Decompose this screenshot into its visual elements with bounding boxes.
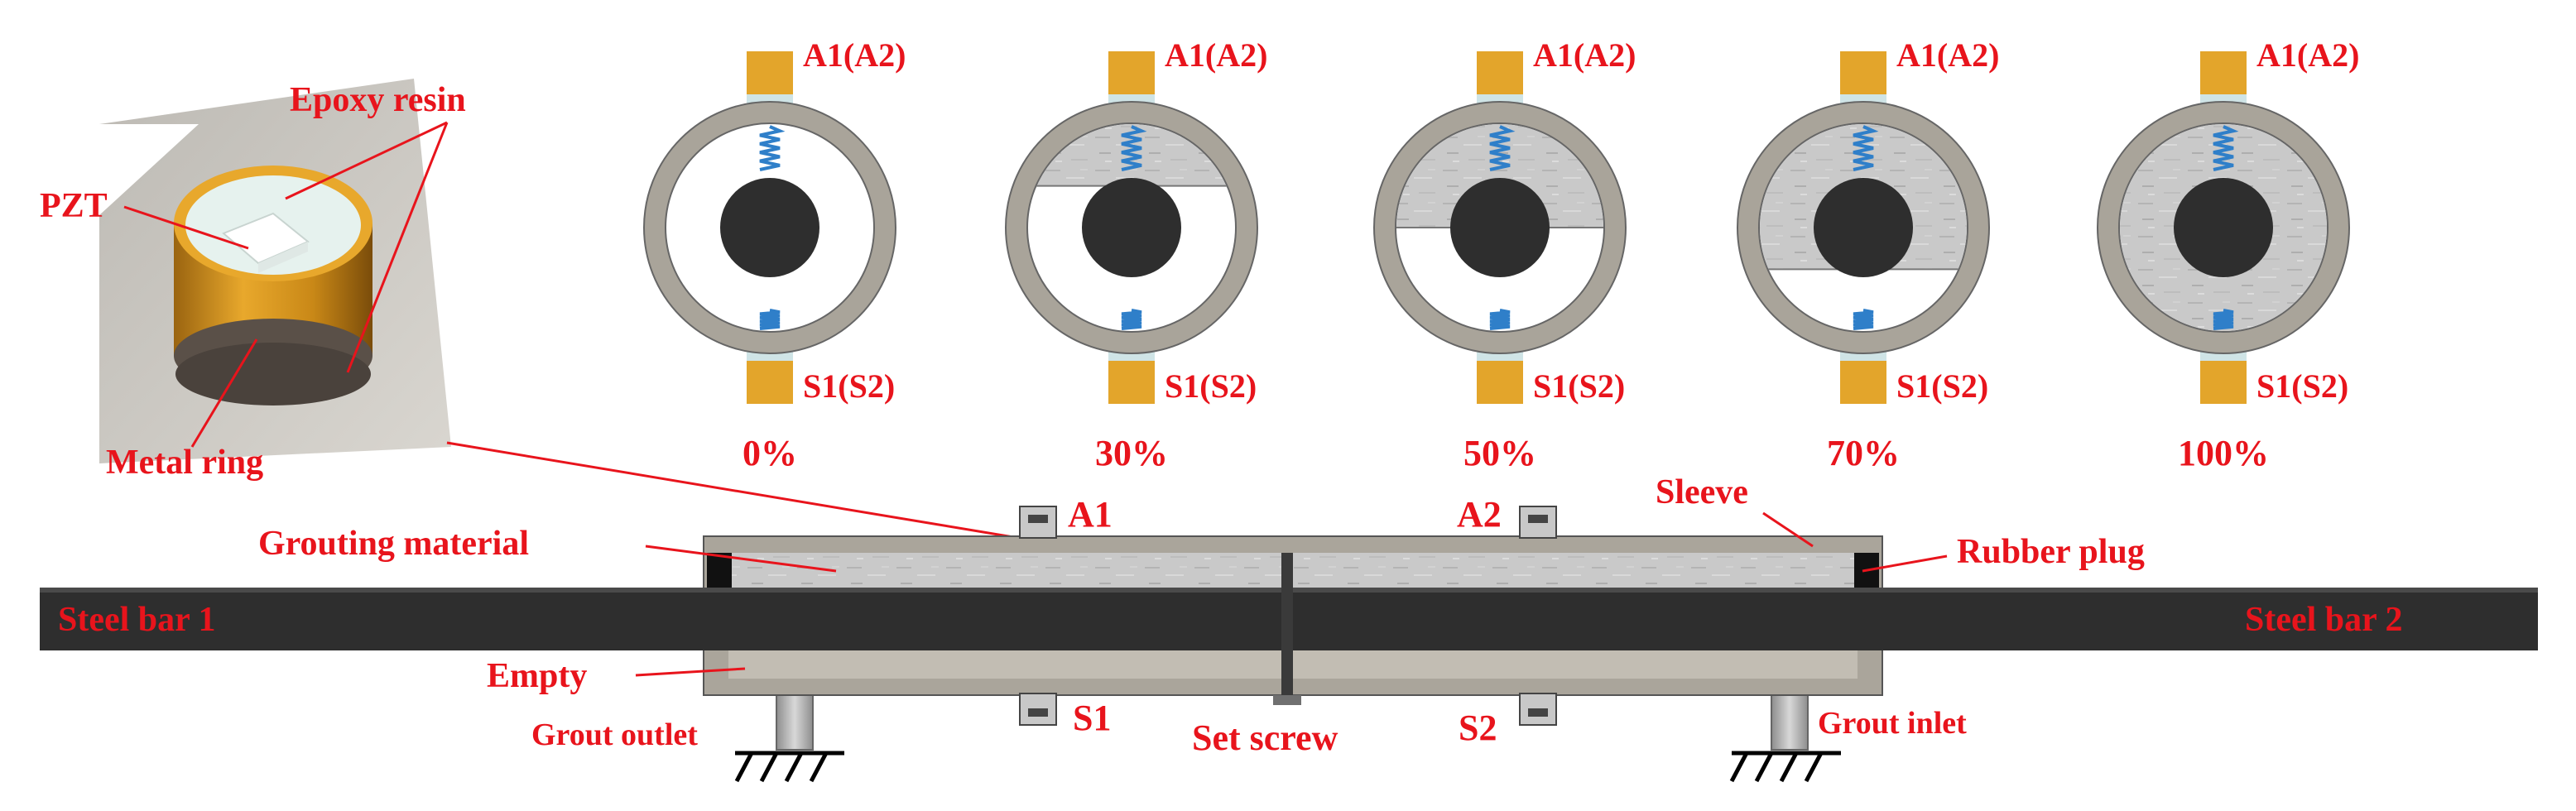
fill-ratio-label: 100% — [2178, 433, 2269, 473]
top-sensor-label: A1(A2) — [1896, 36, 1999, 74]
steel-bar-core — [1450, 178, 1550, 277]
steel-bar-core — [1082, 178, 1181, 277]
sensor-a1 — [1019, 506, 1057, 539]
steel-bar-1-label: Steel bar 1 — [58, 601, 216, 639]
actuator-sensor — [2200, 51, 2247, 94]
sensor-a2 — [1519, 506, 1557, 539]
label-a2: A2 — [1457, 494, 1502, 535]
bottom-sensor-label: S1(S2) — [1896, 367, 1988, 405]
set-screw-label: Set screw — [1192, 717, 1338, 758]
steel-bar-2-label: Steel bar 2 — [2245, 601, 2403, 639]
label-s1: S1 — [1073, 698, 1111, 738]
bottom-sensor-label: S1(S2) — [1533, 367, 1625, 405]
rubber-plug-label: Rubber plug — [1957, 533, 2145, 571]
metal-ring-label: Metal ring — [106, 444, 263, 482]
top-sensor-label: A1(A2) — [1533, 36, 1636, 74]
cross-sections: A1(A2)S1(S2)0%A1(A2)S1(S2)30%A1(A2)S1(S2… — [643, 36, 2359, 473]
sleeve-label: Sleeve — [1656, 473, 1748, 511]
sleeve-assembly: A1 A2 S1 S2 Grouting material Sleeve Rub… — [40, 473, 2538, 783]
label-a1: A1 — [1068, 494, 1113, 535]
fill-ratio-label: 70% — [1827, 433, 1900, 473]
cross-section: A1(A2) S1(S2) 70% — [1737, 36, 1999, 473]
top-sensor-label: A1(A2) — [2256, 36, 2359, 74]
fill-ratio-label: 50% — [1463, 433, 1536, 473]
steel-bar-core — [2174, 178, 2273, 277]
fill-ratio-label: 0% — [743, 433, 797, 473]
bottom-sensor-label: S1(S2) — [803, 367, 895, 405]
cross-section: A1(A2) S1(S2) 30% — [1005, 36, 1267, 473]
actuator-sensor — [1108, 51, 1155, 94]
set-screw — [1281, 553, 1293, 698]
actuator-sensor — [1840, 51, 1886, 94]
sensor-s1 — [1019, 693, 1057, 726]
label-s2: S2 — [1459, 708, 1497, 748]
receiver-sensor — [2200, 361, 2247, 404]
cross-section: A1(A2) S1(S2) 100% — [2097, 36, 2359, 473]
receiver-sensor — [1477, 361, 1523, 404]
actuator-sensor — [747, 51, 793, 94]
sensor-s2 — [1519, 693, 1557, 726]
receiver-sensor — [1108, 361, 1155, 404]
bottom-sensor-label: S1(S2) — [2256, 367, 2348, 405]
top-sensor-label: A1(A2) — [803, 36, 906, 74]
receiver-sensor — [747, 361, 793, 404]
sensor-inset: Epoxy resin PZT Metal ring — [40, 79, 466, 482]
grouting-material-label: Grouting material — [258, 525, 529, 563]
pzt-label: PZT — [40, 187, 108, 225]
grout-inlet-label: Grout inlet — [1818, 706, 1967, 741]
empty-label: Empty — [487, 657, 587, 695]
grout-outlet-label: Grout outlet — [531, 717, 698, 752]
actuator-sensor — [1477, 51, 1523, 94]
cross-section: A1(A2) S1(S2) 50% — [1373, 36, 1636, 473]
bottom-sensor-label: S1(S2) — [1165, 367, 1257, 405]
rubber-plug-left — [707, 553, 732, 589]
steel-bar-core — [1814, 178, 1913, 277]
receiver-sensor — [1840, 361, 1886, 404]
steel-bar-core — [720, 178, 819, 277]
top-sensor-label: A1(A2) — [1165, 36, 1267, 74]
inset-connector-line — [446, 441, 1019, 540]
epoxy-resin-label: Epoxy resin — [290, 81, 466, 119]
cross-section: A1(A2) S1(S2)0% — [643, 36, 906, 473]
fill-ratio-label: 30% — [1095, 433, 1168, 473]
